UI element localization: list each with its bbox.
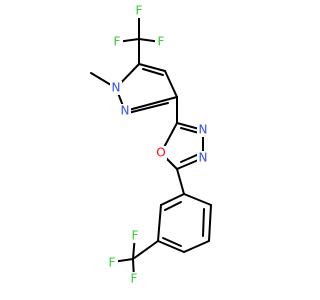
fluorine-atom-label: F xyxy=(131,272,138,286)
bond-phenyl-1 xyxy=(183,193,212,206)
label-bg-n-pyrazole xyxy=(119,104,131,118)
bond-layer xyxy=(90,12,212,280)
bond-phenyl-3 xyxy=(183,240,210,253)
bond-pyrazole-c3-n2 xyxy=(124,96,178,112)
bond-phenyl-2 xyxy=(208,204,212,242)
label-bg-n-methyl xyxy=(110,81,122,95)
bond-pyrazole-c5-c4 xyxy=(138,63,166,72)
label-bg-f-left xyxy=(111,35,123,49)
nitrogen-atom-label: N xyxy=(199,123,208,137)
label-bg-f-right xyxy=(155,35,167,49)
bond-phenyl-4 xyxy=(157,240,185,253)
chemical-structure-diagram: F F F N N N N O F F F xyxy=(90,3,212,286)
oxygen-atom-label: O xyxy=(156,146,165,160)
fluorine-atom-label: F xyxy=(132,229,139,243)
label-bg-f-top xyxy=(133,4,145,18)
bond-pyrazole-c4-c3 xyxy=(164,70,178,98)
bond-oxadiazole-n4-c5-double xyxy=(180,153,200,163)
bond-pyrazole-c3-n2-double xyxy=(127,102,169,114)
bond-phenyl-2-inner xyxy=(202,208,205,237)
bond-pyrazole-c5-c4-double xyxy=(142,68,164,76)
label-bg-f-bottom-top xyxy=(129,229,141,243)
label-bg-n-oxadiazole-top xyxy=(197,123,209,137)
nitrogen-atom-label: N xyxy=(121,104,130,118)
label-bg-oxygen xyxy=(155,146,167,160)
bond-phenyl-5 xyxy=(157,204,162,242)
fluorine-atom-label: F xyxy=(136,4,143,18)
label-bg-f-bottom-left xyxy=(106,256,118,270)
fluorine-atom-label: F xyxy=(158,35,165,49)
label-bg-n-oxadiazole-bottom xyxy=(197,151,209,165)
nitrogen-atom-label: N xyxy=(112,81,121,95)
fluorine-atom-label: F xyxy=(114,35,121,49)
bond-phenyl-6 xyxy=(160,193,185,206)
atom-label-layer: F F F N N N N O F F F xyxy=(106,4,209,286)
bond-phenyl-cf3 xyxy=(132,240,159,260)
bond-phenyl-4-inner xyxy=(162,237,182,247)
bond-oxadiazole-c2-n3-double xyxy=(180,127,200,134)
bond-phenyl-6-inner xyxy=(164,201,182,211)
nitrogen-atom-label: N xyxy=(199,151,208,165)
label-bg-f-bottom xyxy=(128,272,140,286)
bond-oxadiazole-phenyl xyxy=(176,168,185,195)
fluorine-atom-label: F xyxy=(109,256,116,270)
